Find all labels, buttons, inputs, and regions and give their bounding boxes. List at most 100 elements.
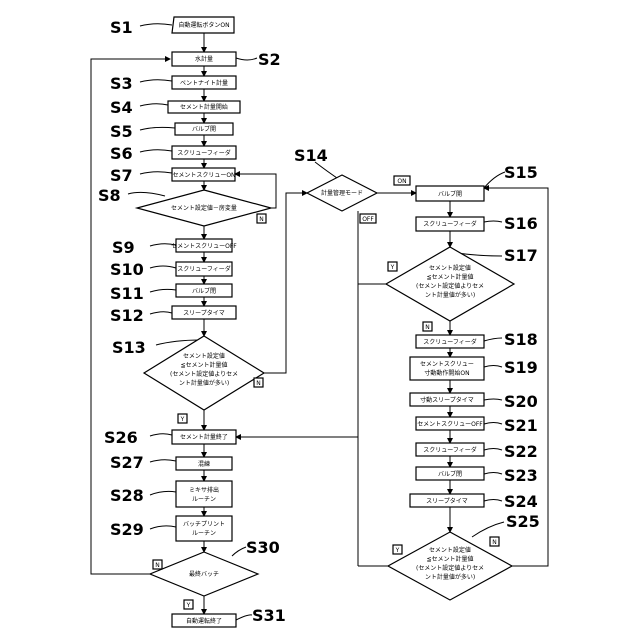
step-s2-text: 水計量: [195, 55, 213, 63]
step-s28: ミキサ排出 ルーチン: [176, 481, 232, 507]
step-s29-number: S29: [110, 520, 144, 539]
step-s16: スクリューフィーダ: [416, 217, 484, 231]
step-s20-number: S20: [504, 392, 538, 411]
step-s14-text: 計量管理モード: [321, 189, 363, 197]
step-s10-number: S10: [110, 260, 144, 279]
step-s30-number: S30: [246, 538, 280, 557]
step-s6-number: S6: [110, 144, 133, 163]
s13-no-label: N: [256, 380, 261, 387]
step-s8: セメント設定値－房変量: [137, 190, 271, 226]
step-s18-number: S18: [504, 330, 538, 349]
step-s18: スクリューフィーダ: [416, 335, 484, 348]
step-s2: 水計量: [172, 52, 236, 66]
step-s3: ベントナイト計量: [172, 76, 236, 89]
step-s9-number: S9: [112, 238, 135, 257]
step-s25-line2: ≦セメント計量値: [427, 555, 474, 563]
step-s9: セメントスクリューOFF: [171, 239, 237, 252]
s25-no-label: N: [492, 539, 497, 546]
step-s12: スリープタイマ: [172, 306, 236, 319]
step-s21-number: S21: [504, 416, 538, 435]
step-s15: バルブ開: [416, 186, 484, 201]
s30-no-label: N: [155, 562, 160, 569]
step-s25-line1: セメント設定値: [429, 546, 471, 554]
step-s6: スクリューフィーダ: [172, 146, 236, 159]
step-s19: セメントスクリュー 寸動動作開始ON: [410, 357, 484, 380]
step-s4-text: セメント計量開始: [180, 103, 228, 111]
step-numbers: S1 S2 S3 S4 S5 S6 S7 S8 S9 S10 S11 S12 S…: [98, 18, 540, 625]
step-s16-text: スクリューフィーダ: [423, 220, 477, 228]
step-s23-number: S23: [504, 466, 538, 485]
step-s12-number: S12: [110, 306, 144, 325]
step-s9-text: セメントスクリューOFF: [171, 243, 237, 250]
step-s16-number: S16: [504, 214, 538, 233]
step-s3-text: ベントナイト計量: [180, 79, 228, 87]
step-s11-number: S11: [110, 284, 144, 303]
step-s19-line1: セメントスクリュー: [420, 361, 474, 368]
step-s17-line2: ≦セメント計量値: [427, 273, 474, 281]
step-s15-text: バルブ開: [438, 190, 462, 198]
step-s27: 混練: [176, 457, 232, 470]
step-s31-text: 自動運転終了: [186, 617, 222, 625]
step-s13-line4: ント計量値が多い): [179, 379, 229, 387]
step-s11-text: バルブ閉: [192, 287, 216, 295]
step-s24: スリープタイマ: [410, 494, 484, 507]
step-s24-number: S24: [504, 492, 538, 511]
step-s13-number: S13: [112, 338, 146, 357]
step-s22-number: S22: [504, 442, 538, 461]
step-s28-number: S28: [110, 486, 144, 505]
step-s17: セメント設定値 ≦セメント計量値 (セメント設定値よりセメ ント計量値が多い): [386, 247, 514, 321]
s13-yes-label: Y: [180, 416, 185, 423]
step-s22-text: スクリューフィーダ: [423, 446, 477, 454]
step-s5-number: S5: [110, 122, 133, 141]
step-s26-number: S26: [104, 428, 138, 447]
step-s31-number: S31: [252, 606, 286, 625]
step-s23: バルブ閉: [416, 467, 484, 480]
step-s25-line3: (セメント設定値よりセメ: [416, 564, 484, 572]
step-s17-line3: (セメント設定値よりセメ: [416, 282, 484, 290]
step-s15-number: S15: [504, 163, 538, 182]
step-s8-text: セメント設定値－房変量: [171, 204, 237, 212]
step-s12-text: スリープタイマ: [183, 309, 225, 317]
step-s17-number: S17: [504, 246, 538, 265]
step-s1-number: S1: [110, 18, 133, 37]
step-s24-text: スリープタイマ: [426, 497, 468, 505]
step-s30: 最終バッチ: [150, 552, 258, 596]
step-s21: セメントスクリューOFF: [416, 417, 484, 430]
step-s25-line4: ント計量値が多い): [425, 573, 475, 581]
step-s18-text: スクリューフィーダ: [423, 338, 477, 346]
step-s6-text: スクリューフィーダ: [177, 149, 231, 157]
step-s29-line2: ルーチン: [192, 530, 216, 537]
step-s14: 計量管理モード: [307, 175, 377, 211]
step-s26: セメント計量終了: [172, 430, 236, 444]
step-s17-line4: ント計量値が多い): [425, 291, 475, 299]
step-s10: スクリューフィーダ: [176, 262, 232, 276]
s14-on-label: ON: [397, 178, 406, 185]
s8-no-label: N: [259, 216, 264, 223]
step-s17-line1: セメント設定値: [429, 264, 471, 272]
step-s7-number: S7: [110, 166, 133, 185]
step-s20: 寸動スリープタイマ: [410, 393, 484, 406]
step-s29-line1: バッチプリント: [183, 521, 225, 528]
step-s28-line2: ルーチン: [192, 496, 216, 503]
step-s3-number: S3: [110, 74, 133, 93]
s17-no-label: N: [425, 324, 430, 331]
step-s10-text: スクリューフィーダ: [177, 265, 231, 273]
step-s27-text: 混練: [198, 460, 210, 468]
step-s28-line1: ミキサ排出: [189, 486, 219, 494]
step-s8-number: S8: [98, 186, 121, 205]
s30-yes-label: Y: [186, 602, 191, 609]
step-s13-line3: (セメント設定値よりセメ: [170, 370, 238, 378]
step-s4-number: S4: [110, 98, 133, 117]
step-s21-text: セメントスクリューOFF: [417, 421, 483, 428]
step-s11: バルブ閉: [176, 284, 232, 297]
step-s25-number: S25: [506, 512, 540, 531]
step-s26-text: セメント計量終了: [180, 433, 228, 441]
step-s1: 自動運転ボタンON: [172, 17, 234, 33]
step-s22: スクリューフィーダ: [416, 443, 484, 456]
step-s5-text: バルブ開: [192, 125, 216, 133]
step-s7: セメントスクリューON: [172, 168, 236, 181]
step-s5: バルブ開: [175, 123, 233, 135]
step-s13-line1: セメント設定値: [183, 352, 225, 360]
s25-yes-label: Y: [395, 547, 400, 554]
